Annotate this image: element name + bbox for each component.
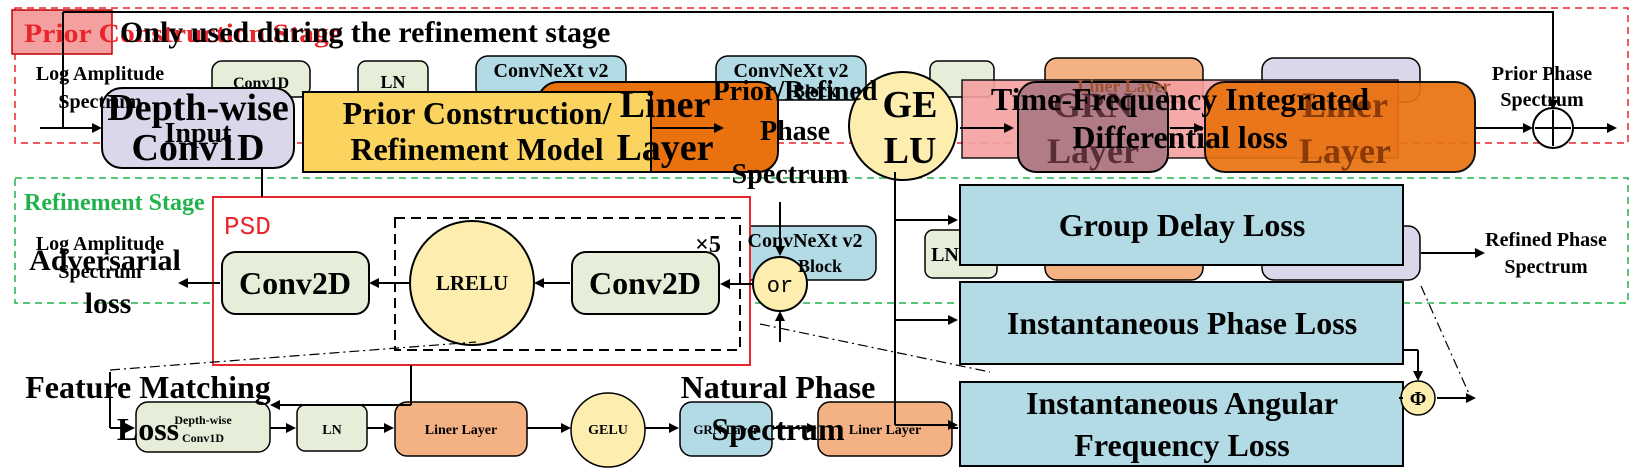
log-amplitude-bottom-2: Spectrum bbox=[58, 261, 142, 283]
prior-refined-2: Phase bbox=[760, 116, 830, 147]
convnext-b-label-2: Block bbox=[793, 81, 837, 101]
liner-label-2: Layer bbox=[616, 127, 713, 169]
model-label-1: Prior Construction/ bbox=[343, 95, 613, 131]
feature-matching-label-2: Loss bbox=[117, 411, 179, 447]
adversarial-label-1: Adversarial bbox=[29, 244, 181, 277]
liner-label-2-2: Layer bbox=[1299, 131, 1391, 171]
gelu-big-label-2: LU bbox=[884, 130, 937, 172]
refined-phase-2: Spectrum bbox=[1504, 256, 1588, 278]
faint-liner-layer-label: Liner Layer bbox=[1077, 76, 1170, 96]
prior-refined-1: Prior/Refined bbox=[713, 76, 878, 107]
liner-layer-block-2 bbox=[1204, 81, 1476, 173]
liner-label-2-1: Liner bbox=[1302, 85, 1388, 125]
liner-label-1: Liner bbox=[620, 84, 711, 126]
psd-label: PSD bbox=[224, 212, 271, 242]
ln-bottom-label: LN bbox=[322, 423, 341, 438]
only-used-connector bbox=[63, 11, 1558, 110]
lrelu-label: LRELU bbox=[436, 271, 508, 295]
grn-bottom-label: GRN Layer bbox=[693, 422, 759, 437]
prior-phase-2: Spectrum bbox=[1500, 89, 1584, 111]
conv2d-left-label: Conv2D bbox=[239, 265, 351, 301]
conv2d-right-block bbox=[571, 251, 720, 315]
adversarial-label-2: loss bbox=[85, 287, 132, 320]
ln-small-top-label: LN bbox=[380, 72, 405, 92]
refined-phase-1: Refined Phase bbox=[1485, 229, 1607, 251]
liner-bottom-label-2: Liner Layer bbox=[849, 423, 921, 438]
natural-phase-label-1: Natural Phase bbox=[681, 369, 876, 405]
convnext-b-label-1: ConvNeXt v2 bbox=[734, 60, 849, 82]
gelu-bottom-label: GELU bbox=[588, 423, 628, 438]
prior-refined-3: Spectrum bbox=[732, 159, 849, 190]
inst-phase-label: Instantaneous Phase Loss bbox=[1007, 305, 1357, 341]
convnext-c-label-1: ConvNeXt v2 bbox=[748, 230, 863, 252]
refinement-stage-frame bbox=[14, 177, 1629, 304]
model-label-2: Refinement Model bbox=[350, 131, 603, 167]
depthwise-label-1: Depth-wise bbox=[107, 87, 289, 129]
log-amplitude-bottom-1: Log Amplitude bbox=[36, 233, 164, 255]
convnext-c-label-2: Block bbox=[798, 256, 842, 276]
iaf-loss-block bbox=[959, 381, 1404, 467]
or-label: or bbox=[767, 274, 793, 299]
prior-stage-frame bbox=[14, 7, 1629, 144]
only-used-note: Only used during the refinement stage bbox=[120, 16, 610, 49]
convnext-a-label: ConvNeXt v2 bbox=[494, 60, 609, 82]
model-block bbox=[302, 91, 652, 173]
conv1d-small-label: Conv1D bbox=[233, 75, 289, 92]
inst-phase-loss-block bbox=[959, 281, 1404, 365]
feature-matching-label-1: Feature Matching bbox=[25, 369, 271, 405]
log-amplitude-top-2: Spectrum bbox=[58, 91, 142, 113]
depthwise-conv1d-block bbox=[101, 87, 295, 169]
prior-stage-title: Prior Construction Stage bbox=[24, 19, 342, 48]
group-delay-loss-block bbox=[959, 184, 1404, 266]
iaf-label-2: Frequency Loss bbox=[1074, 427, 1289, 463]
phi-label: Φ bbox=[1410, 388, 1427, 410]
iaf-label-1: Instantaneous Angular bbox=[1026, 385, 1338, 421]
depthwise-label-2: Conv1D bbox=[131, 127, 264, 169]
x5-label: ×5 bbox=[695, 232, 721, 258]
prior-phase-1: Prior Phase bbox=[1492, 63, 1592, 85]
dw-bottom-label-2: Conv1D bbox=[182, 431, 224, 445]
group-delay-label: Group Delay Loss bbox=[1059, 207, 1306, 243]
gelu-bottom-circle bbox=[570, 392, 646, 468]
refinement-stage-title: Refinement Stage bbox=[24, 190, 205, 216]
input-label: Input bbox=[165, 118, 233, 149]
gelu-big-circle bbox=[848, 71, 958, 181]
natural-phase-label-2: Spectrum bbox=[711, 411, 845, 447]
log-amplitude-top-1: Log Amplitude bbox=[36, 63, 164, 85]
conv2d-right-label: Conv2D bbox=[589, 265, 701, 301]
dw-bottom-label-1: Depth-wise bbox=[174, 413, 232, 427]
tfi-label-2: Differential loss bbox=[1072, 119, 1287, 155]
liner-bottom-label-1: Liner Layer bbox=[425, 423, 497, 438]
grn-label-1: GRN bbox=[1053, 85, 1133, 125]
grn-layer-block bbox=[1017, 81, 1169, 173]
grn-label-2: Layer bbox=[1047, 131, 1139, 171]
tfi-label-1: Time-Frequency Integrated bbox=[991, 81, 1370, 117]
gelu-big-label-1: GE bbox=[883, 84, 938, 126]
ln-small-mid-label: LN bbox=[931, 244, 959, 266]
